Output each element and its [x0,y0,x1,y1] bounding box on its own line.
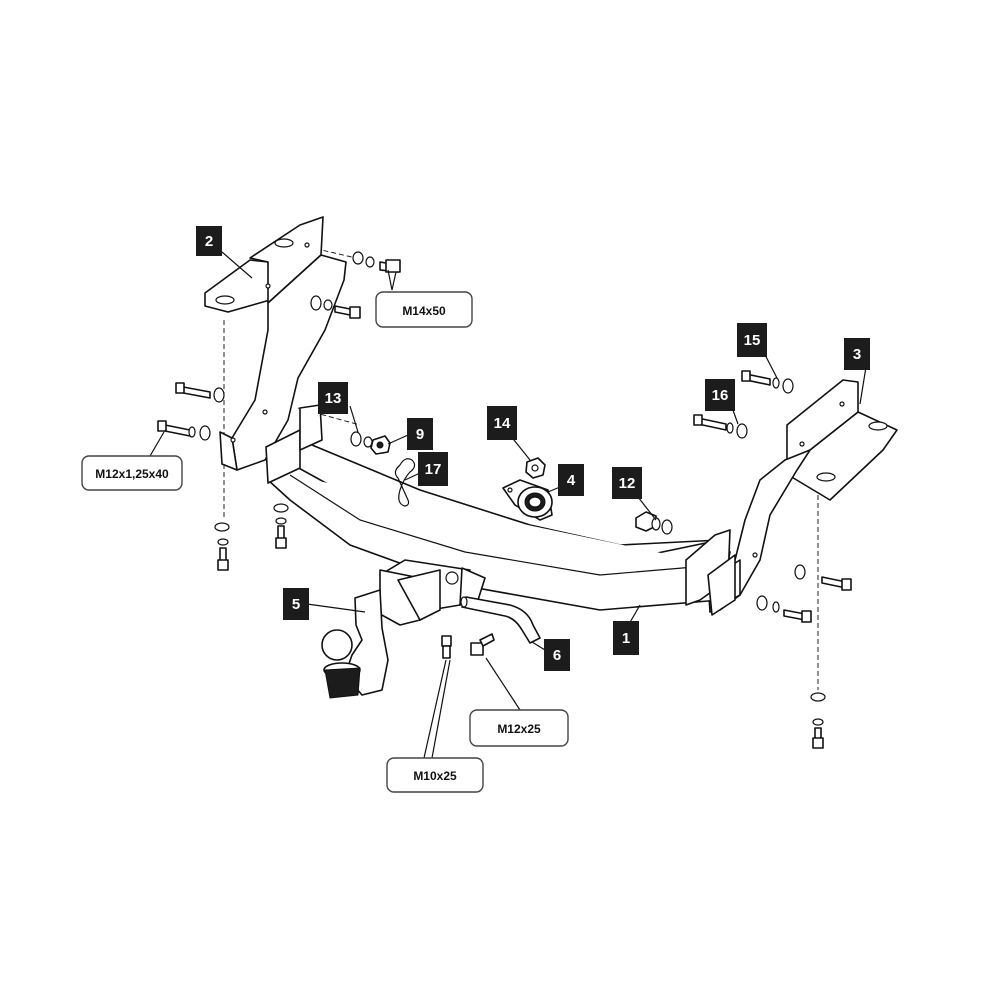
callout-9: 9 [407,418,433,450]
callout-1-label: 1 [622,630,630,647]
spec-m12x125x40-label: M12x1,25x40 [95,467,169,481]
spec-m14x50-label: M14x50 [402,304,446,318]
callout-2-label: 2 [205,233,213,250]
callout-4: 4 [558,464,584,496]
callout-12-label: 12 [619,475,636,492]
callout-3-label: 3 [853,346,861,363]
ball-mount [321,569,441,699]
callout-15-label: 15 [744,332,761,349]
socket-plate [502,479,553,521]
callout-13-label: 13 [325,390,342,407]
callout-4-label: 4 [567,472,576,489]
callout-6: 6 [544,639,570,671]
spec-box-m12x25: M12x25 [469,709,569,747]
callout-14: 14 [487,406,517,440]
locking-pin [460,596,541,644]
callout-16: 16 [705,379,735,411]
callout-9-label: 9 [416,426,424,443]
callout-6-label: 6 [553,647,561,664]
fasteners [157,251,852,749]
nut-14 [525,457,546,479]
callout-3: 3 [844,338,870,370]
callout-13: 13 [318,382,348,414]
spec-m10x25-label: M10x25 [413,769,457,783]
callout-14-label: 14 [494,415,511,432]
callout-16-label: 16 [712,387,729,404]
callout-15: 15 [737,323,767,357]
spec-box-m10x25: M10x25 [386,757,484,793]
spec-box-m12x125x40: M12x1,25x40 [81,455,183,491]
r-clip [394,458,416,507]
callout-5-label: 5 [292,596,300,613]
callout-5: 5 [283,588,309,620]
callout-2: 2 [196,226,222,256]
spec-m12x25-label: M12x25 [497,722,541,736]
callout-12: 12 [612,467,642,499]
callout-17-label: 17 [425,461,442,478]
callout-17: 17 [418,452,448,486]
spec-box-m14x50: M14x50 [375,291,473,328]
callout-1: 1 [613,621,639,655]
